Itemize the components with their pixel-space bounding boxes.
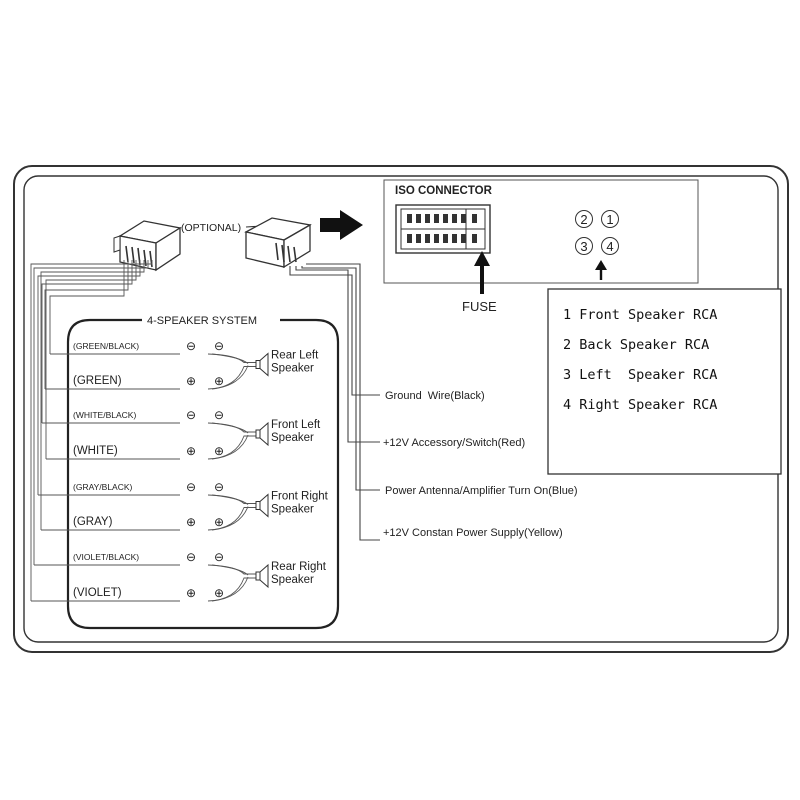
fuse-arrow-icon	[474, 251, 490, 266]
iso-pin	[434, 214, 439, 223]
speaker-icon	[255, 429, 261, 439]
rca-legend-item-1: 1 Front Speaker RCA	[563, 307, 717, 323]
optional-connector-right	[244, 217, 312, 269]
antenna-wire-label: Power Antenna/Amplifier Turn On(Blue)	[385, 485, 578, 497]
iso-pin	[416, 214, 421, 223]
iso-pin	[425, 234, 430, 243]
iso-pins	[407, 214, 477, 243]
rca-legend-item-2: 2 Back Speaker RCA	[563, 337, 709, 353]
wire-rows: (GREEN/BLACK) ⊖ ⊖ (GREEN) ⊕ ⊕ (WHITE/BLACK) ⊖ ⊖ (…	[31, 339, 224, 602]
iso-pin	[416, 234, 421, 243]
positive-terminal-icon: ⊕	[186, 444, 196, 458]
iso-pin	[407, 214, 412, 223]
accessory-wire-label: +12V Accessory/Switch(Red)	[383, 437, 525, 449]
optional-connector-left	[113, 220, 182, 272]
power-harness	[289, 263, 380, 541]
harness-wire	[49, 260, 125, 354]
harness-wire	[44, 260, 129, 389]
ground-wire-label: Ground Wire(Black)	[385, 390, 485, 402]
rca-legend-item-4: 4 Right Speaker RCA	[563, 397, 717, 413]
negative-terminal-icon: ⊖	[186, 550, 196, 564]
positive-terminal-icon: ⊕	[214, 374, 224, 388]
iso-connector-plug	[395, 204, 491, 254]
speaker-label: Speaker	[271, 363, 314, 375]
speaker-label: Rear Left	[271, 350, 319, 362]
negative-terminal-icon: ⊖	[186, 408, 196, 422]
speaker-system-title: 4-SPEAKER SYSTEM	[147, 315, 257, 327]
speaker-label: Speaker	[271, 432, 314, 444]
positive-terminal-icon: ⊕	[214, 444, 224, 458]
wire-color-label: (WHITE/BLACK)	[73, 410, 136, 420]
wire-color-label: (GRAY/BLACK)	[73, 482, 133, 492]
iso-connector-title: ISO CONNECTOR	[395, 185, 493, 197]
speaker-icon	[255, 360, 261, 369]
wire-color-label: (WHITE)	[73, 445, 118, 457]
rca-legend-box	[547, 288, 782, 475]
harness-wire	[30, 260, 153, 601]
iso-pin	[443, 234, 448, 243]
iso-pin	[425, 214, 430, 223]
negative-terminal-icon: ⊖	[214, 550, 224, 564]
rca-legend-item-3: 3 Left Speaker RCA	[563, 367, 717, 383]
constant-power-wire-label: +12V Constan Power Supply(Yellow)	[383, 527, 563, 539]
harness-wire	[45, 260, 137, 459]
positive-terminal-icon: ⊕	[214, 515, 224, 529]
speaker-label: Speaker	[271, 504, 314, 516]
positive-terminal-icon: ⊕	[214, 586, 224, 600]
iso-pin	[452, 234, 457, 243]
negative-terminal-icon: ⊖	[186, 480, 196, 494]
negative-terminal-icon: ⊖	[214, 408, 224, 422]
iso-pin	[461, 234, 466, 243]
iso-pin	[407, 234, 412, 243]
positive-terminal-icon: ⊕	[186, 515, 196, 529]
wire-color-label: (VIOLET/BLACK)	[73, 552, 139, 562]
outer-frame	[13, 165, 789, 653]
harness-wire	[40, 260, 145, 530]
speaker-label: Speaker	[271, 574, 314, 586]
rca-number-2: 2	[580, 212, 587, 227]
wire-color-label: (GREEN)	[73, 375, 122, 387]
speaker-icon	[255, 571, 261, 581]
positive-terminal-icon: ⊕	[186, 374, 196, 388]
wire-color-label: (VIOLET)	[73, 587, 122, 599]
iso-pin	[472, 234, 477, 243]
rca-number-3: 3	[580, 239, 587, 254]
wire-harness-left	[30, 260, 153, 601]
rca-number-1: 1	[606, 212, 613, 227]
rca-numbers: 2 1 3 4	[575, 210, 619, 255]
iso-pin	[461, 214, 466, 223]
rca-arrow-icon	[595, 260, 607, 270]
rca-number-4: 4	[606, 239, 613, 254]
negative-terminal-icon: ⊖	[186, 339, 196, 353]
speaker-label: Front Left	[271, 419, 321, 431]
speaker-label: Front Right	[271, 491, 329, 503]
optional-label: (OPTIONAL)	[181, 222, 241, 234]
wire-color-label: (GREEN/BLACK)	[73, 341, 139, 351]
positive-terminal-icon: ⊕	[186, 586, 196, 600]
iso-pin	[472, 214, 477, 223]
iso-pin	[434, 234, 439, 243]
iso-pin	[443, 214, 448, 223]
direction-arrow-icon	[320, 210, 363, 240]
negative-terminal-icon: ⊖	[214, 480, 224, 494]
negative-terminal-icon: ⊖	[214, 339, 224, 353]
iso-pin	[452, 214, 457, 223]
wire-color-label: (GRAY)	[73, 516, 113, 528]
speaker-label: Rear Right	[271, 561, 327, 573]
fuse-label: FUSE	[462, 299, 497, 314]
speaker-icon	[255, 501, 261, 510]
speaker-system-box	[66, 318, 340, 630]
